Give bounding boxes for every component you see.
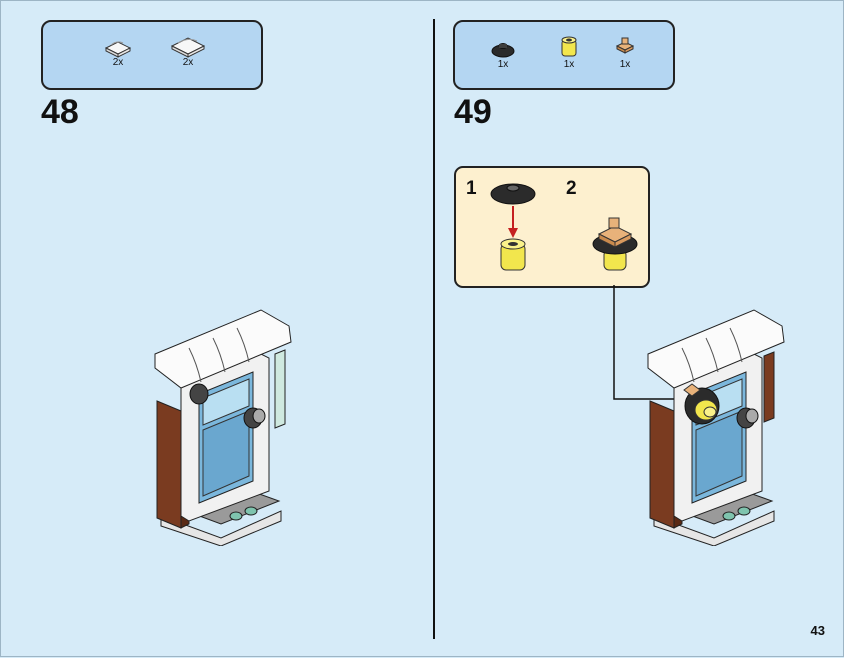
part-quantity: 2x (182, 57, 194, 68)
page-number: 43 (810, 623, 825, 638)
substep-number: 1 (466, 178, 477, 199)
part-quantity: 1x (619, 59, 631, 70)
part-item: 2x (163, 34, 213, 68)
parts-list-step-48: 2x 2x (41, 20, 263, 90)
parts-list-step-49: 1x 1x 1x (453, 20, 675, 90)
part-quantity: 1x (497, 59, 509, 70)
round-brick-yellow-icon (561, 36, 577, 57)
part-item: 2x (93, 36, 143, 68)
door-assembly-model (151, 306, 306, 551)
door-assembly-drawing (154, 309, 292, 547)
lamp-fitting-gold-icon (615, 37, 635, 54)
step-divider (433, 19, 435, 639)
part-item: 1x (544, 34, 594, 70)
part-item: 1x (478, 36, 528, 70)
step-number: 49 (454, 93, 492, 131)
curved-slope-white-icon (104, 41, 132, 58)
subassembly-drawing (490, 183, 638, 271)
door-assembly-model (644, 306, 799, 551)
step-number: 48 (41, 93, 79, 131)
part-quantity: 1x (563, 59, 575, 70)
round-plate-black-icon (491, 43, 515, 58)
substep-number: 2 (566, 178, 577, 199)
part-quantity: 2x (112, 57, 124, 68)
part-item: 1x (600, 34, 650, 70)
curved-slope-white-large-icon (170, 37, 206, 58)
subassembly-callout: 1 2 (454, 166, 650, 288)
door-assembly-drawing (647, 309, 785, 547)
